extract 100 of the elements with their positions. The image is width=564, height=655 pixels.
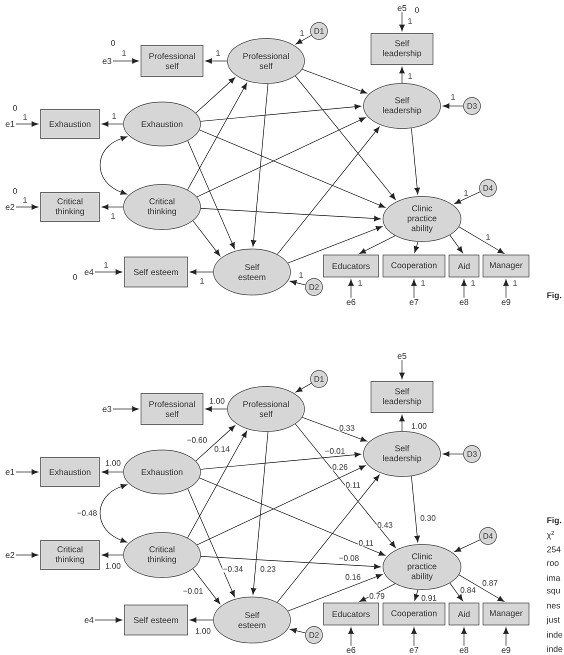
caption-text: 254 <box>547 546 561 552</box>
arrow <box>454 191 480 204</box>
observed-box: Cooperation <box>382 602 446 626</box>
caption-text: squ <box>546 588 560 596</box>
arrow <box>348 627 354 646</box>
arrow <box>187 82 248 190</box>
arrow <box>454 539 480 552</box>
arrow <box>458 226 504 254</box>
arrow <box>450 582 463 602</box>
caption-text: ima <box>547 574 560 581</box>
arrow <box>296 35 312 44</box>
arrow <box>290 628 306 634</box>
arrow <box>411 627 417 646</box>
error-label: e1 <box>6 121 14 127</box>
error-label: e7 <box>410 299 418 305</box>
error-label: e3 <box>102 58 112 64</box>
arrow <box>102 204 124 210</box>
error-label: e2 <box>6 552 14 558</box>
caption-text: nes <box>547 604 560 609</box>
observed-box: Self leadership <box>370 381 434 413</box>
arrow <box>200 452 362 470</box>
observed-box: Manager <box>482 254 530 278</box>
arrow <box>399 66 405 84</box>
arrow <box>250 431 268 595</box>
arrow <box>296 383 312 392</box>
arrow <box>195 425 236 462</box>
observed-box: Self esteem <box>124 256 188 288</box>
arrow <box>414 589 420 601</box>
arrow <box>295 76 396 200</box>
arrow <box>190 617 214 623</box>
arrow <box>192 220 220 256</box>
error-label: e5 <box>398 353 406 359</box>
error-label: e9 <box>502 647 510 653</box>
arrow <box>458 574 504 602</box>
arrow <box>196 117 366 198</box>
observed-box: Aid <box>448 254 480 278</box>
observed-box: Aid <box>448 602 480 626</box>
arrow <box>16 121 38 127</box>
observed-box: Self leadership <box>370 33 434 65</box>
observed-box: Self esteem <box>124 604 188 636</box>
arrow <box>461 627 467 646</box>
arrow <box>302 417 368 442</box>
arrow <box>199 478 386 556</box>
arrow <box>200 104 362 122</box>
arrow <box>195 77 236 114</box>
arrow <box>411 128 420 194</box>
arrow <box>196 465 366 546</box>
error-label: e2 <box>6 204 14 210</box>
arrow <box>414 241 420 253</box>
arrow <box>399 360 405 380</box>
arrow <box>442 451 464 457</box>
arrow <box>302 69 368 94</box>
arrow <box>399 414 405 432</box>
error-label: e9 <box>502 299 510 305</box>
caption-text: roo <box>547 561 559 566</box>
observed-box: Critical thinking <box>40 540 100 570</box>
observed-box: Educators <box>323 254 379 278</box>
observed-box: Professional self <box>140 45 204 77</box>
arrow <box>102 552 124 558</box>
observed-box: Manager <box>482 602 530 626</box>
arrow <box>205 406 228 412</box>
arrow <box>399 12 405 32</box>
observed-box: Cooperation <box>382 254 446 278</box>
arrow <box>199 130 386 208</box>
error-label: e5 <box>398 5 406 11</box>
observed-box: Critical thinking <box>40 192 100 222</box>
arrow <box>503 279 509 298</box>
observed-box: Exhaustion <box>40 457 100 487</box>
arrow <box>503 627 509 646</box>
arrow <box>411 476 420 542</box>
arrow <box>200 208 381 222</box>
arrow <box>200 556 381 570</box>
caption-text: inde <box>547 631 562 638</box>
curved-double-arrow <box>100 484 128 543</box>
arrow <box>442 103 464 109</box>
arrow <box>187 140 235 250</box>
caption-text: Fig. <box>547 517 562 525</box>
error-label: e4 <box>84 269 94 275</box>
arrow <box>102 121 124 127</box>
error-label: e4 <box>84 617 94 623</box>
error-label: e6 <box>346 299 356 305</box>
arrow <box>290 280 306 286</box>
arrow <box>102 469 124 475</box>
error-label: e8 <box>460 299 468 305</box>
arrow <box>276 474 380 603</box>
arrow <box>450 234 463 254</box>
arrow <box>348 279 354 298</box>
arrow <box>288 574 382 612</box>
caption-text: inde <box>547 646 562 652</box>
arrow <box>16 469 38 475</box>
error-label: e6 <box>346 647 356 653</box>
arrow <box>16 204 38 210</box>
arrow <box>359 583 396 602</box>
error-label: e3 <box>102 406 112 412</box>
caption-text: Fig. <box>547 292 562 300</box>
caption-text: just <box>546 616 560 624</box>
curved-double-arrow <box>100 136 128 195</box>
arrow <box>411 279 417 298</box>
arrow <box>187 488 235 598</box>
caption-text: χ$^{2}$ <box>546 530 554 540</box>
